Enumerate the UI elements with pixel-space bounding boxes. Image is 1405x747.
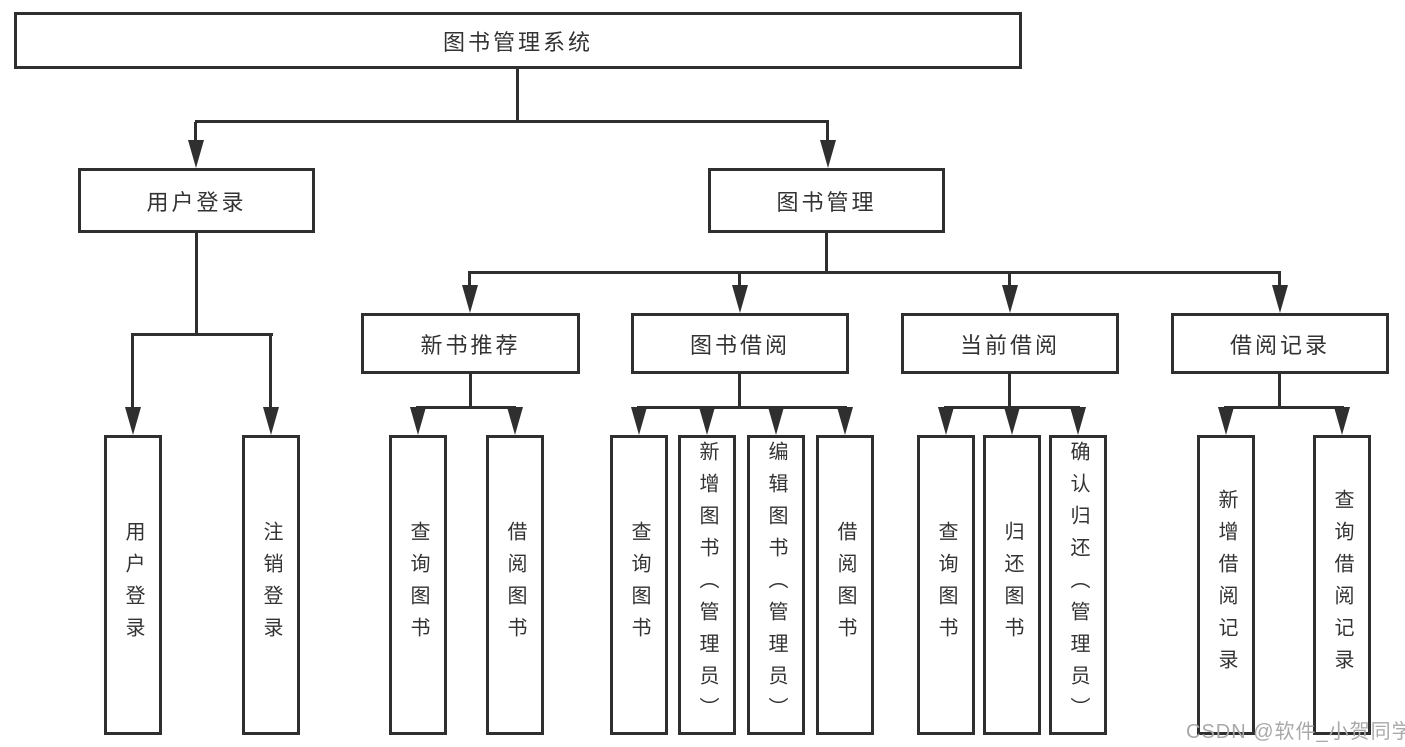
node-library-management-system: 图书管理系统: [14, 12, 1022, 69]
node-leaf-query-borrow-record: 查询借阅记录: [1313, 435, 1371, 735]
node-leaf-borrow-books: 借阅图书: [486, 435, 544, 735]
node-label: 用户登录: [122, 521, 144, 649]
connector-to-new-books: [468, 273, 471, 287]
node-leaf-logout: 注销登录: [242, 435, 300, 735]
node-leaf-return-books: 归还图书: [983, 435, 1041, 735]
arrow-down-icon: [410, 407, 426, 435]
arrow-down-icon: [699, 407, 715, 435]
node-label: 查询图书: [407, 521, 429, 649]
arrow-down-icon: [938, 407, 954, 435]
arrow-down-icon: [263, 407, 279, 435]
node-user-login: 用户登录: [78, 168, 315, 233]
connector-newbooks-rail: [416, 406, 516, 409]
arrow-down-icon: [125, 407, 141, 435]
connector-to-login-leaf: [131, 335, 134, 413]
node-leaf-user-login: 用户登录: [104, 435, 162, 735]
node-book-management: 图书管理: [708, 168, 945, 233]
arrow-down-icon: [1004, 407, 1020, 435]
arrow-down-icon: [1218, 407, 1234, 435]
connector-to-logout-leaf: [269, 335, 272, 413]
connector-to-user-login: [194, 122, 197, 146]
node-leaf-borrow-books: 借阅图书: [816, 435, 874, 735]
arrow-down-icon: [188, 140, 204, 168]
arrow-down-icon: [768, 407, 784, 435]
connector-current-stem: [1008, 372, 1011, 409]
connector-login-stem: [195, 231, 198, 336]
node-label: 注销登录: [260, 521, 282, 649]
arrow-down-icon: [820, 140, 836, 168]
node-label: 确认归还（管理员）: [1067, 441, 1089, 729]
node-borrowing-records: 借阅记录: [1171, 313, 1389, 374]
arrow-down-icon: [1334, 407, 1350, 435]
arrow-down-icon: [1002, 285, 1018, 313]
connector-root-stem: [516, 67, 519, 121]
node-new-book-recommend: 新书推荐: [361, 313, 580, 374]
connector-mgmt-stem: [825, 231, 828, 274]
arrow-down-icon: [1070, 407, 1086, 435]
node-label: 借阅图书: [504, 521, 526, 649]
connector-records-rail: [1224, 406, 1344, 409]
node-current-borrowing: 当前借阅: [901, 313, 1119, 374]
connector-records-stem: [1278, 372, 1281, 409]
node-leaf-query-books: 查询图书: [917, 435, 975, 735]
node-label: 新增图书（管理员）: [696, 441, 718, 729]
arrow-down-icon: [732, 285, 748, 313]
node-label: 归还图书: [1001, 521, 1023, 649]
arrow-down-icon: [507, 407, 523, 435]
node-leaf-edit-books-admin: 编辑图书（管理员）: [747, 435, 805, 735]
connector-to-book-management: [826, 122, 829, 146]
connector-newbooks-stem: [469, 372, 472, 409]
connector-mgmt-rail: [468, 271, 1281, 274]
node-label: 借阅图书: [834, 521, 856, 649]
arrow-down-icon: [1272, 285, 1288, 313]
arrow-down-icon: [631, 407, 647, 435]
connector-login-rail: [131, 333, 273, 336]
connector-to-book-borrow: [738, 273, 741, 287]
node-book-borrowing: 图书借阅: [631, 313, 849, 374]
node-label: 查询借阅记录: [1331, 489, 1353, 681]
node-leaf-confirm-return-admin: 确认归还（管理员）: [1049, 435, 1107, 735]
connector-borrow-rail: [637, 406, 847, 409]
node-leaf-add-borrow-record: 新增借阅记录: [1197, 435, 1255, 735]
node-leaf-query-books: 查询图书: [389, 435, 447, 735]
connector-to-current-borrow: [1008, 273, 1011, 287]
arrow-down-icon: [462, 285, 478, 313]
node-label: 查询图书: [628, 521, 650, 649]
node-label: 新增借阅记录: [1215, 489, 1237, 681]
node-leaf-add-books-admin: 新增图书（管理员）: [678, 435, 736, 735]
node-leaf-query-books: 查询图书: [610, 435, 668, 735]
node-label: 编辑图书（管理员）: [765, 441, 787, 729]
connector-borrow-stem: [738, 372, 741, 409]
connector-to-borrow-records: [1278, 273, 1281, 287]
arrow-down-icon: [837, 407, 853, 435]
csdn-watermark: CSDN @软件_小贺同学: [1186, 721, 1405, 743]
connector-root-rail: [195, 120, 829, 123]
node-label: 查询图书: [935, 521, 957, 649]
